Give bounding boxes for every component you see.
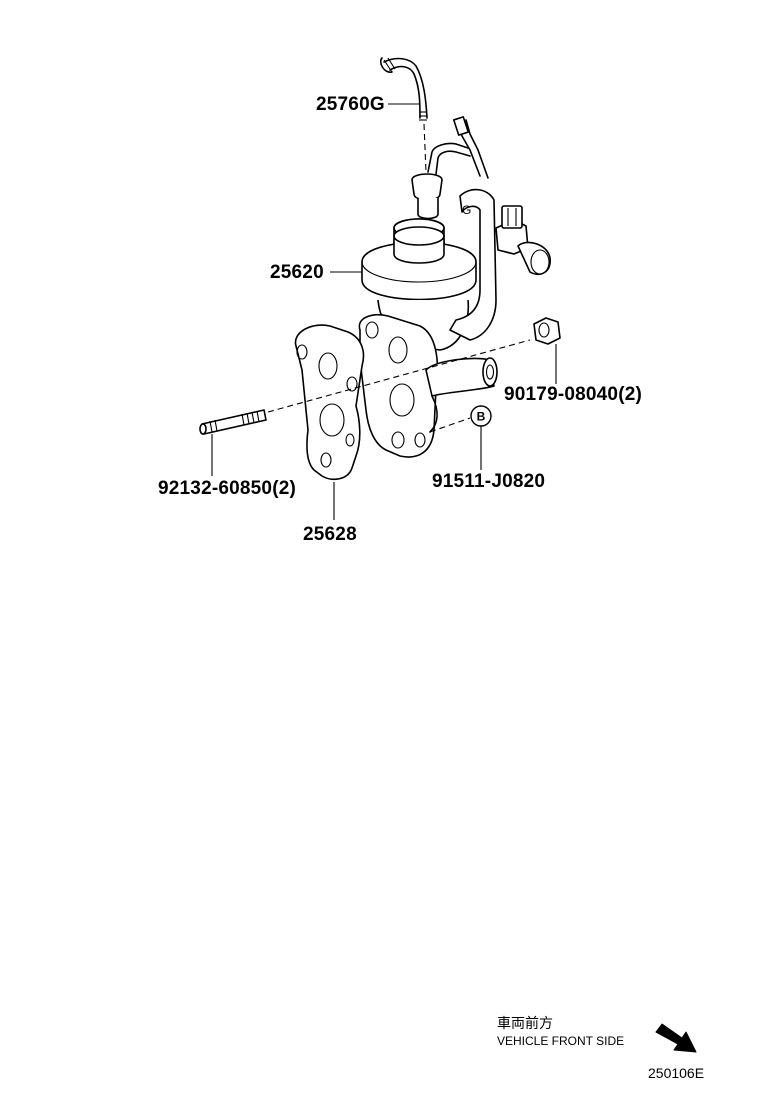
bracket-marker: G xyxy=(462,203,471,217)
part-label-90179: 90179-08040(2) xyxy=(504,384,642,405)
direction-english: VEHICLE FRONT SIDE xyxy=(497,1034,624,1048)
part-label-25628: 25628 xyxy=(303,524,357,545)
nut xyxy=(533,317,561,345)
direction-japanese: 車両前方 xyxy=(497,1015,553,1031)
front-arrow-icon xyxy=(655,1023,697,1053)
stud-bolt xyxy=(199,339,531,435)
vacuum-hose xyxy=(379,57,428,173)
bolt-marker-letter: B xyxy=(477,410,486,424)
part-label-25760g: 25760G xyxy=(316,94,385,115)
part-label-91511: 91511-J0820 xyxy=(432,471,545,492)
egr-valve: G xyxy=(358,116,551,458)
bolt-marker: B xyxy=(429,405,492,433)
gasket xyxy=(294,324,365,481)
part-label-25620: 25620 xyxy=(270,262,324,283)
figure-code: 250106E xyxy=(648,1065,704,1081)
part-label-92132: 92132-60850(2) xyxy=(158,478,296,499)
